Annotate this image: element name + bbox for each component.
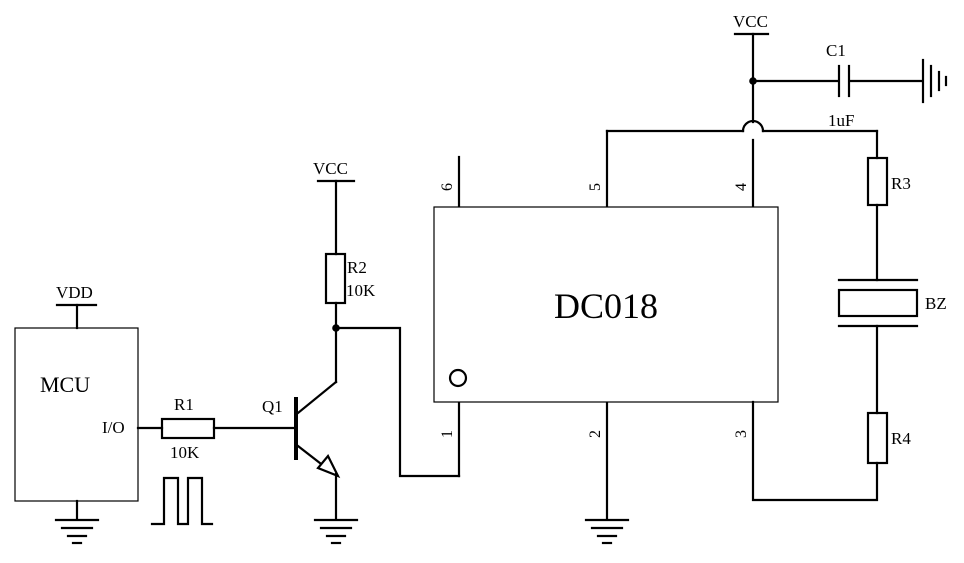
ground-icon-pin2 (584, 518, 630, 545)
r1-value: 10K (170, 443, 200, 462)
mcu-io-label: I/O (102, 418, 125, 437)
r1-label: R1 (174, 395, 194, 414)
r4-label: R4 (891, 429, 911, 448)
capacitor-c1 (751, 64, 923, 98)
r2-value: 10K (346, 281, 376, 300)
pin-2-number: 2 (587, 430, 604, 438)
pin-4-number: 4 (733, 183, 750, 191)
mcu-label: MCU (40, 372, 90, 397)
mcu-body (14, 327, 139, 502)
transistor-q1 (294, 380, 341, 520)
buzzer-bz (837, 278, 919, 328)
pulse-waveform-icon (150, 476, 214, 526)
q1-label: Q1 (262, 397, 283, 416)
ground-icon-c1 (921, 58, 948, 104)
pin-5-number: 5 (587, 183, 604, 191)
resistor-r1 (160, 417, 216, 440)
pin1-marker-icon (448, 368, 468, 388)
ic-name: DC018 (554, 286, 658, 326)
wire-r4-to-pin3 (751, 400, 879, 502)
pin-1-number: 1 (439, 430, 456, 438)
vcc-mid-rail (316, 179, 356, 256)
vdd-rail (55, 303, 98, 330)
vcc-mid-label: VCC (313, 159, 348, 178)
resistor-r2 (324, 252, 347, 305)
r3-label: R3 (891, 174, 911, 193)
vdd-label: VDD (56, 283, 93, 302)
wire-pin5-to-r3 (605, 119, 879, 208)
ground-icon-q1 (313, 518, 359, 545)
wire-collector-to-pin1 (334, 326, 461, 478)
pin-3-number: 3 (733, 430, 750, 438)
ground-icon-mcu (54, 518, 100, 545)
resistor-r3 (866, 156, 889, 207)
resistor-r4 (866, 411, 889, 465)
pin-6-number: 6 (439, 183, 456, 191)
vcc-top-label: VCC (733, 12, 768, 31)
r2-label: R2 (347, 258, 367, 277)
bz-label: BZ (925, 294, 947, 313)
c1-value: 1uF (828, 111, 854, 130)
c1-label: C1 (826, 41, 846, 60)
